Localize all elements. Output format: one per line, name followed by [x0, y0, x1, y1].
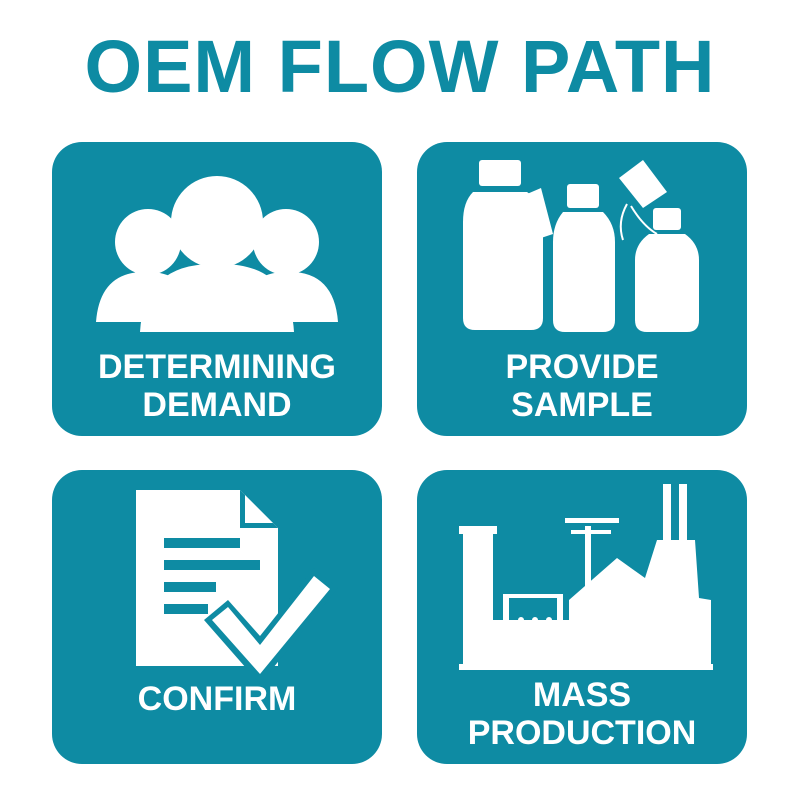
step-label-line: PRODUCTION — [467, 714, 697, 752]
step-card-determining-demand: DETERMINING DEMAND — [52, 142, 382, 436]
people-group-icon — [96, 176, 338, 332]
step-label-line: MASS — [532, 676, 632, 714]
step-card-confirm: CONFIRM — [52, 470, 382, 764]
bottles-icon — [463, 160, 699, 332]
step-label-line: PROVIDE — [505, 348, 659, 386]
step-label: PROVIDE SAMPLE — [417, 348, 747, 424]
step-card-provide-sample: PROVIDE SAMPLE — [417, 142, 747, 436]
factory-icon — [459, 484, 713, 670]
step-label-line: CONFIRM — [137, 680, 297, 718]
step-label: MASS PRODUCTION — [417, 676, 747, 752]
step-label-line: DEMAND — [142, 386, 292, 424]
step-label-line: SAMPLE — [511, 386, 653, 424]
step-card-mass-production: MASS PRODUCTION — [417, 470, 747, 764]
step-label-line: DETERMINING — [98, 348, 336, 386]
page-title: OEM FLOW PATH — [84, 25, 716, 108]
document-check-icon — [136, 490, 338, 684]
step-label: CONFIRM — [52, 680, 382, 718]
step-label: DETERMINING DEMAND — [52, 348, 382, 424]
